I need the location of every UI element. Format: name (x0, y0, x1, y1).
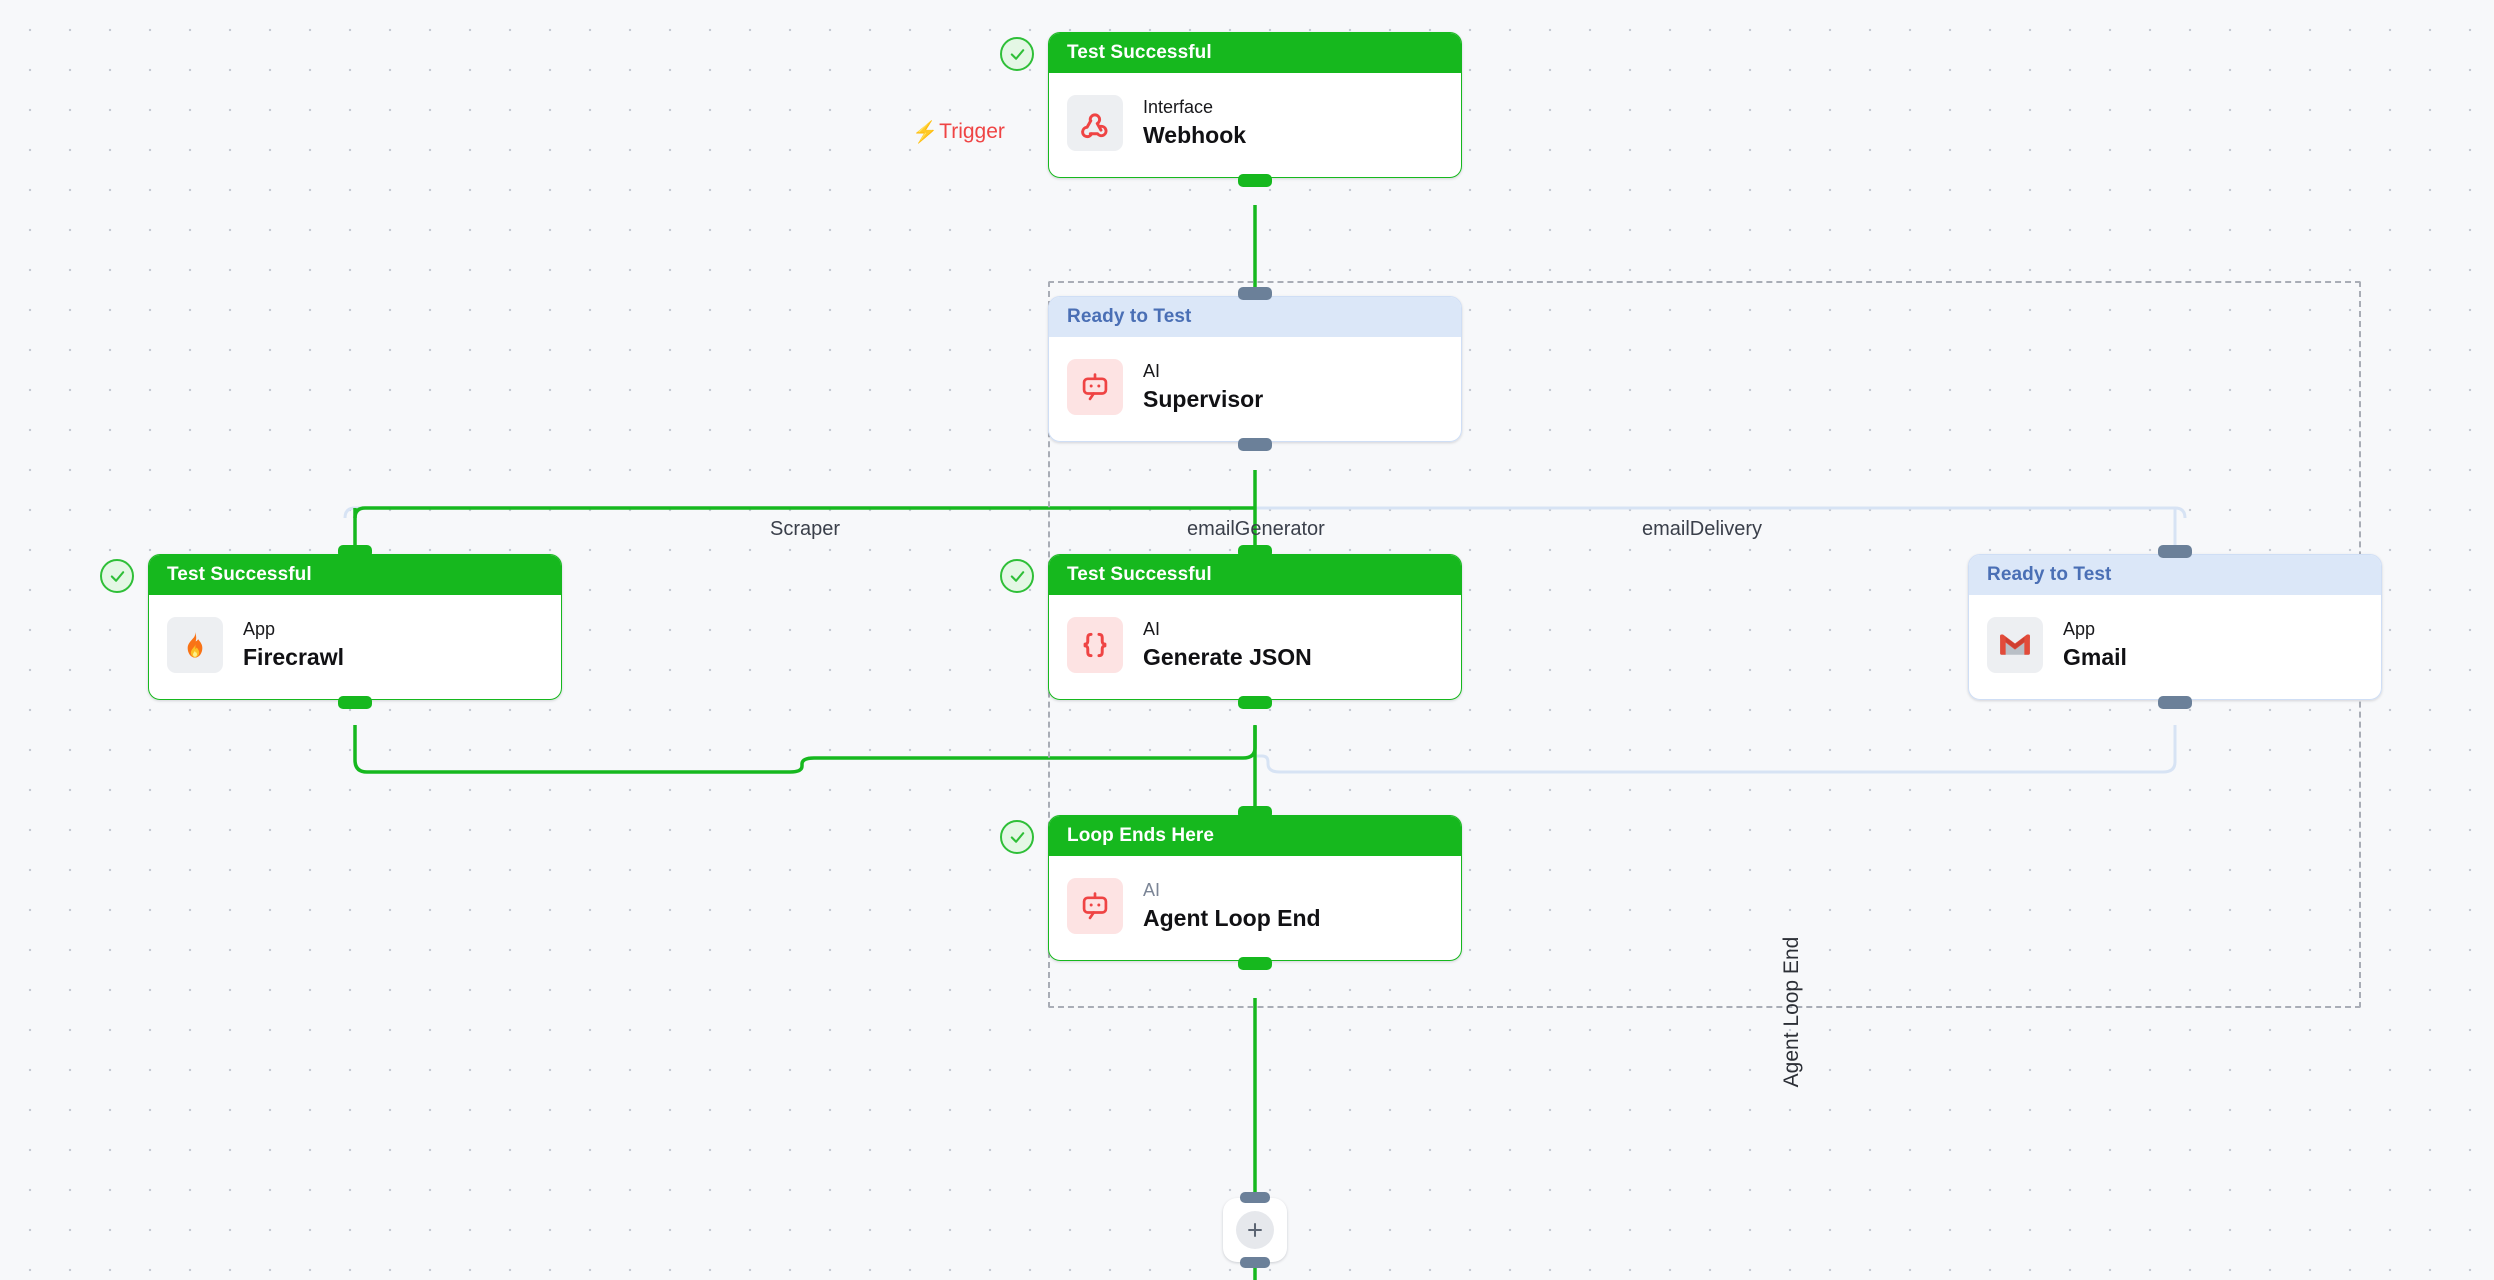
branch-label-scraper: Scraper (770, 518, 841, 540)
node-title-generate-json: Generate JSON (1143, 644, 1312, 671)
node-agent-loop-end[interactable]: Loop Ends Here AI Agent Loop End (1000, 806, 1462, 970)
source-handle-firecrawl[interactable] (338, 696, 372, 709)
target-handle-agent-loop-end[interactable] (1238, 806, 1272, 819)
source-handle-agent-loop-end[interactable] (1238, 957, 1272, 970)
node-title-webhook: Webhook (1143, 122, 1247, 149)
node-status-gmail: Ready to Test (1969, 555, 2381, 595)
target-handle-add-node[interactable] (1240, 1192, 1270, 1203)
flame-icon (167, 617, 223, 673)
target-handle-supervisor[interactable] (1238, 287, 1272, 300)
node-supervisor[interactable]: Ready to Test AI Supervisor (1048, 287, 1462, 451)
node-kind-gmail: App (2063, 618, 2096, 639)
node-title-gmail: Gmail (2063, 644, 2127, 671)
gmail-icon (1987, 617, 2043, 673)
node-status-firecrawl: Test Successful (149, 555, 561, 595)
source-handle-generate-json[interactable] (1238, 696, 1272, 709)
node-title-firecrawl: Firecrawl (243, 644, 344, 671)
node-kind-firecrawl: App (243, 618, 276, 639)
node-status-generate-json: Test Successful (1049, 555, 1461, 595)
node-status-agent-loop-end: Loop Ends Here (1049, 816, 1461, 856)
add-node-button[interactable] (1223, 1192, 1287, 1268)
source-handle-supervisor[interactable] (1238, 438, 1272, 451)
target-handle-firecrawl[interactable] (338, 545, 372, 558)
node-status-webhook: Test Successful (1049, 33, 1461, 73)
target-handle-gmail[interactable] (2158, 545, 2192, 558)
trigger-label: ⚡ Trigger (912, 120, 1005, 144)
source-handle-gmail[interactable] (2158, 696, 2192, 709)
trigger-label-text: Trigger (939, 120, 1005, 143)
robot-icon (1067, 359, 1123, 415)
status-badge-success (100, 559, 134, 593)
webhook-icon (1067, 95, 1123, 151)
node-kind-generate-json: AI (1143, 618, 1161, 639)
node-webhook[interactable]: Test Successful Interface Webhook (1000, 32, 1462, 187)
node-title-agent-loop-end: Agent Loop End (1143, 905, 1321, 932)
robot-icon (1067, 878, 1123, 934)
source-handle-webhook[interactable] (1238, 174, 1272, 187)
node-kind-supervisor: AI (1143, 360, 1161, 381)
plus-icon (1236, 1211, 1274, 1249)
status-badge-success (1000, 559, 1034, 593)
status-badge-success (1000, 820, 1034, 854)
node-title-supervisor: Supervisor (1143, 386, 1264, 413)
source-handle-add-node[interactable] (1240, 1257, 1270, 1268)
node-status-supervisor: Ready to Test (1049, 297, 1461, 337)
status-badge-success (1000, 37, 1034, 71)
branch-label-email-generator: emailGenerator (1187, 518, 1325, 540)
lightning-bolt-icon: ⚡ (912, 120, 939, 144)
target-handle-generate-json[interactable] (1238, 545, 1272, 558)
node-kind-agent-loop-end: AI (1143, 879, 1161, 900)
node-kind-webhook: Interface (1143, 96, 1214, 117)
node-firecrawl[interactable]: Test Successful App Firecrawl (100, 545, 562, 709)
agent-loop-group-label: Agent Loop End (1780, 936, 1803, 1088)
braces-icon (1067, 617, 1123, 673)
node-gmail[interactable]: Ready to Test App Gmail (1968, 545, 2382, 709)
node-generate-json[interactable]: Test Successful AI Generate JSON (1000, 545, 1462, 709)
branch-label-email-delivery: emailDelivery (1642, 518, 1763, 540)
